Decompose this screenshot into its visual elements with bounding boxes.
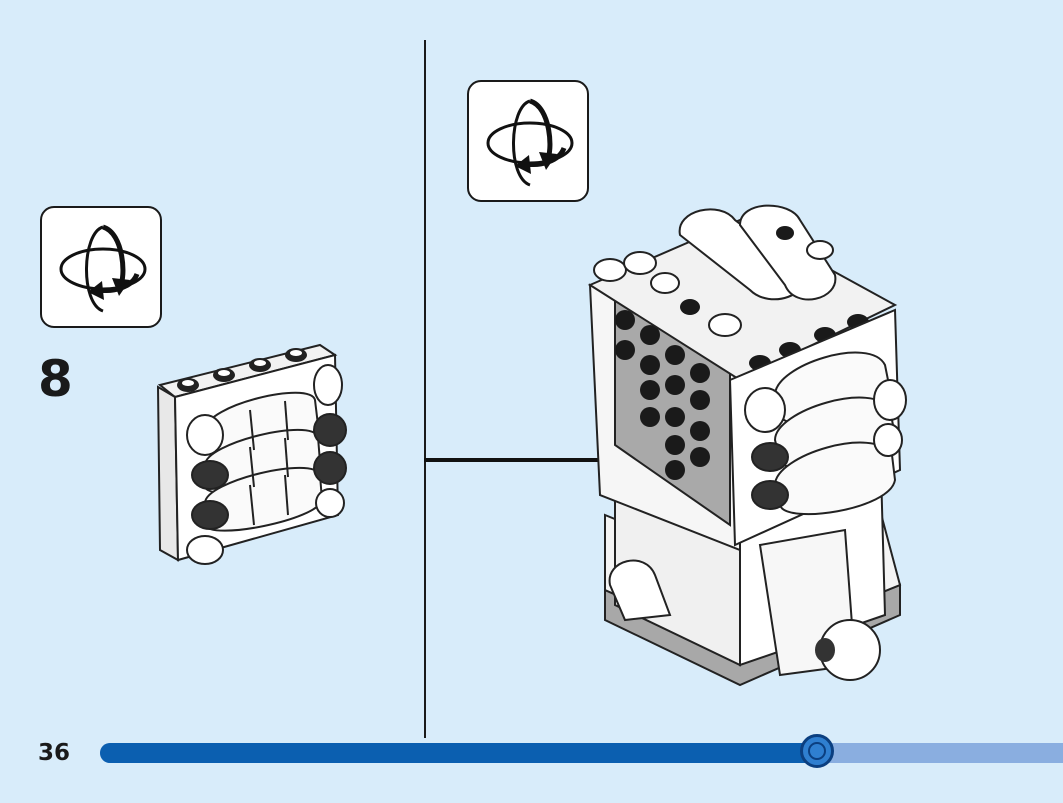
rotate-model-icon [59,224,147,313]
page-number: 36 [38,740,71,766]
step-number: 8 [38,350,73,408]
progress-bar [100,734,1063,768]
rotate-model-icon [486,98,574,187]
progress-marker [800,734,834,768]
subassembly-illustration [156,343,347,565]
progress-fill [100,743,817,763]
rotate-callout-right [467,80,589,202]
main-model-illustration [587,204,907,687]
rotate-callout-left [40,206,162,328]
step-divider [424,40,426,738]
